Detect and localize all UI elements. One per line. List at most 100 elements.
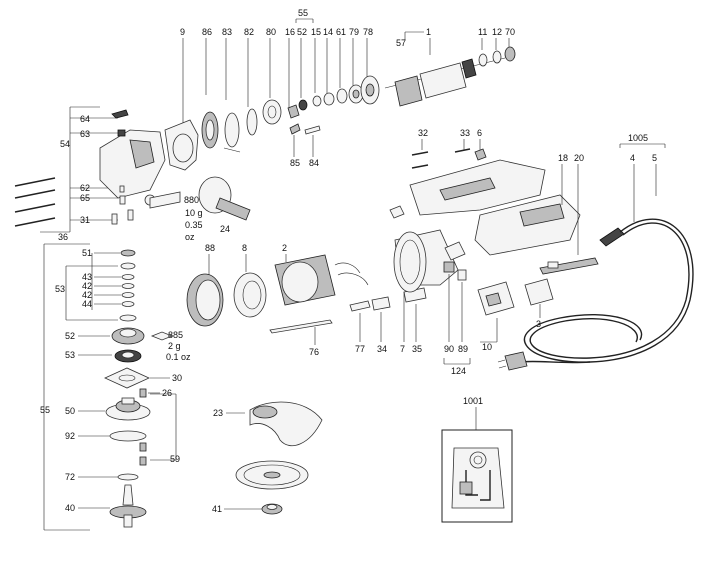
label-53-bracket: 53 xyxy=(55,284,65,294)
grinding-disc xyxy=(235,460,309,490)
clamping-nut-41 xyxy=(261,503,283,515)
lubricant-885-qty-oz: 0.1 oz xyxy=(166,352,191,362)
leaders-32-33-6 xyxy=(421,139,481,150)
screws-36 xyxy=(14,177,56,227)
label-76: 76 xyxy=(309,347,319,357)
parts-77-34-35 xyxy=(349,287,427,312)
label-78: 78 xyxy=(363,27,373,37)
lubricant-885: 885 2 g 0.1 oz xyxy=(150,330,191,362)
wheel-guard-23 xyxy=(249,401,323,447)
label-65: 65 xyxy=(80,193,90,203)
shim-stack xyxy=(119,249,137,322)
button-65 xyxy=(119,195,126,205)
label-51: 51 xyxy=(82,248,92,258)
label-31: 31 xyxy=(80,215,90,225)
housing-ring-88 xyxy=(186,273,224,327)
label-84: 84 xyxy=(309,158,319,168)
gear-head-housing xyxy=(99,129,166,206)
suppressor-3 xyxy=(524,278,554,306)
label-34: 34 xyxy=(377,344,387,354)
flange-plate-30 xyxy=(104,367,150,389)
label-72: 72 xyxy=(65,472,75,482)
pinion-16 xyxy=(287,104,300,119)
label-124: 124 xyxy=(451,366,466,376)
label-36: 36 xyxy=(58,232,68,242)
washer-72 xyxy=(117,473,139,481)
label-83: 83 xyxy=(222,27,232,37)
label-1: 1 xyxy=(426,27,431,37)
lubricant-880: 880 10 g 0.35 oz xyxy=(149,191,203,242)
bracket-124 xyxy=(443,358,471,365)
bearing-flange-50 xyxy=(105,397,151,421)
bracket-59 xyxy=(150,393,177,461)
label-40: 40 xyxy=(65,503,75,513)
bearing-11-12-70 xyxy=(478,46,516,67)
lubricant-880-code: 880 xyxy=(184,195,199,205)
lubricant-885-code: 885 xyxy=(168,330,183,340)
bearing-79 xyxy=(348,84,364,104)
leaders-top xyxy=(182,31,510,125)
field-coil-2 xyxy=(274,254,369,306)
label-24: 24 xyxy=(220,224,230,234)
label-82: 82 xyxy=(244,27,254,37)
lubricant-880-qty: 10 g xyxy=(185,208,203,218)
label-12: 12 xyxy=(492,27,502,37)
cable-76 xyxy=(269,319,333,334)
bracket-55-top xyxy=(295,18,314,23)
bearing-86 xyxy=(201,111,219,149)
label-92: 92 xyxy=(65,431,75,441)
label-30: 30 xyxy=(172,373,182,383)
label-5: 5 xyxy=(652,153,657,163)
screws-32-33 xyxy=(411,148,487,169)
label-53-left: 53 xyxy=(65,350,75,360)
label-15: 15 xyxy=(311,27,321,37)
o-ring-92 xyxy=(109,430,147,442)
plate-83 xyxy=(223,112,241,153)
label-70: 70 xyxy=(505,27,515,37)
spindle-40 xyxy=(109,484,147,528)
pin-62 xyxy=(119,185,125,193)
lever-64 xyxy=(111,109,129,119)
switch-slider-20 xyxy=(539,257,599,275)
motor-housing-7 xyxy=(393,229,459,293)
leaders-shims xyxy=(94,252,121,305)
spring-85 xyxy=(289,123,301,135)
label-4: 4 xyxy=(630,153,635,163)
label-1001: 1001 xyxy=(463,396,483,406)
label-14: 14 xyxy=(323,27,333,37)
baffle-8 xyxy=(233,272,267,318)
label-77: 77 xyxy=(355,344,365,354)
lubricant-880-qty-oz: 0.35 xyxy=(185,220,203,230)
label-43: 43 xyxy=(82,272,92,282)
label-7: 7 xyxy=(400,344,405,354)
label-35: 35 xyxy=(412,344,422,354)
label-50: 50 xyxy=(65,406,75,416)
label-55-top: 55 xyxy=(298,8,308,18)
armature-1 xyxy=(384,57,506,107)
label-1005: 1005 xyxy=(628,133,648,143)
label-79: 79 xyxy=(349,27,359,37)
label-18: 18 xyxy=(558,153,568,163)
handle-housing-half xyxy=(389,159,546,219)
label-90: 90 xyxy=(444,344,454,354)
label-57: 57 xyxy=(396,38,406,48)
small-rings-52-15-14 xyxy=(298,92,335,111)
power-cable-5 xyxy=(497,218,694,371)
spring-63 xyxy=(117,129,126,137)
bracket-1005 xyxy=(619,143,666,148)
screws-59 xyxy=(139,442,147,466)
side-handle-24 xyxy=(198,176,251,221)
label-52-left: 52 xyxy=(65,331,75,341)
washer-80 xyxy=(262,99,282,125)
screws-31 xyxy=(111,209,134,225)
lubricant-885-qty: 2 g xyxy=(168,341,181,351)
label-61: 61 xyxy=(336,27,346,37)
label-85: 85 xyxy=(290,158,300,168)
label-44: 44 xyxy=(82,299,92,309)
wiring-diagram-1001 xyxy=(441,429,513,523)
handle-housing-full xyxy=(474,194,581,256)
parts-90-89 xyxy=(443,241,467,281)
label-88: 88 xyxy=(205,243,215,253)
label-52-top: 52 xyxy=(297,27,307,37)
screw-26 xyxy=(139,388,147,398)
